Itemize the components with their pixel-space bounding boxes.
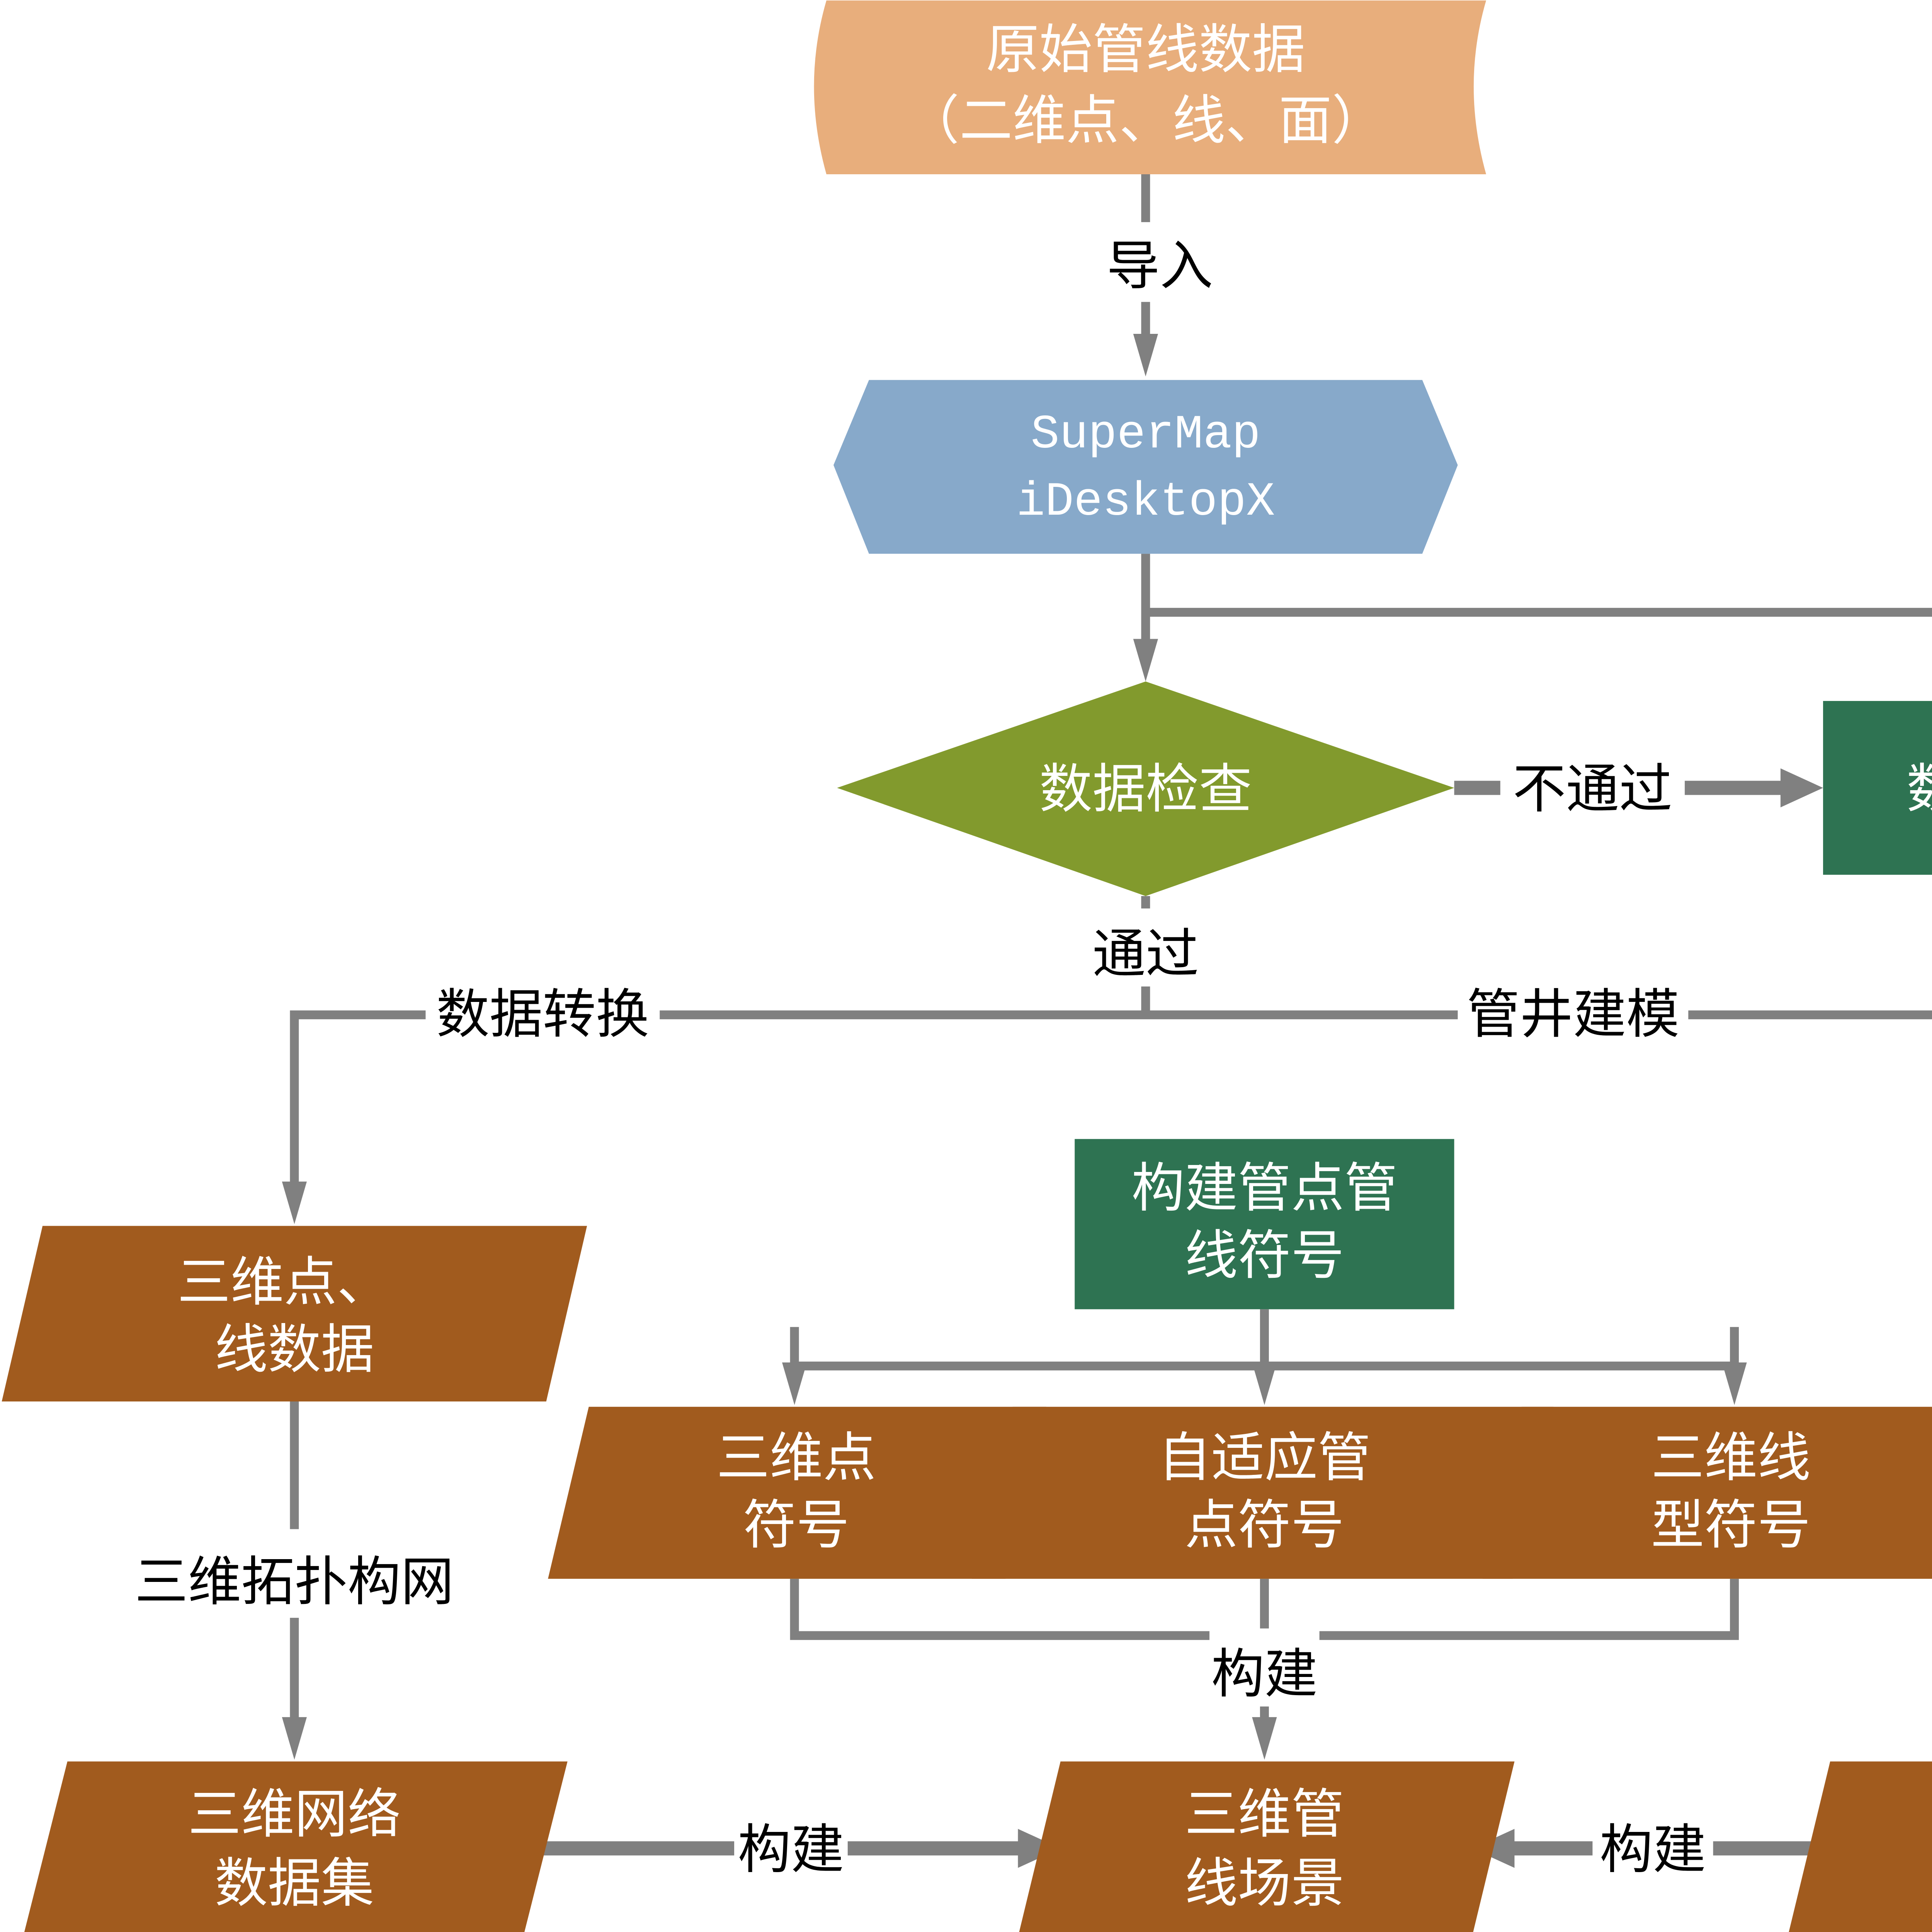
arrowhead-import	[1133, 334, 1158, 377]
edge-label-fail: 不通过	[1513, 758, 1672, 820]
adaptive-symbol-line1: 自适应管	[1158, 1427, 1371, 1489]
points-lines-line1: 三维点、	[177, 1251, 390, 1313]
build-symbols-line1: 构建管点管	[1131, 1157, 1397, 1219]
points-lines-shape	[2, 1226, 587, 1401]
node-points-lines[interactable]: 三维点、 线数据	[2, 1226, 587, 1401]
node-check[interactable]: 数据检查	[837, 681, 1454, 896]
build-symbols-line2: 线符号	[1185, 1225, 1344, 1287]
edge-fix-loop	[1145, 608, 1932, 617]
points-lines-line2: 线数据	[214, 1319, 374, 1381]
network-dataset-line2: 数据集	[214, 1852, 374, 1914]
arrowhead-scene-top	[1252, 1717, 1277, 1760]
line-symbol-line1: 三维线	[1651, 1427, 1811, 1489]
source-line2: （二维点、线、面）	[906, 90, 1385, 151]
edges: 导入 不通过 通过 数据转换 管井建模 三维拓扑构网	[135, 174, 1932, 1881]
arrowhead-network-dataset	[282, 1717, 307, 1760]
adaptive-symbol-shape	[972, 1406, 1554, 1579]
attachment-model-shape	[1789, 1761, 1932, 1932]
edge-label-well-model: 管井建模	[1467, 983, 1680, 1045]
arrowhead-adaptive-symbol	[1252, 1362, 1277, 1405]
edge-convert-branch	[290, 1010, 426, 1185]
line-symbol-line2: 型符号	[1651, 1494, 1811, 1556]
node-build-symbols[interactable]: 构建管点管 线符号	[1075, 1139, 1454, 1310]
software-line2: iDesktopX	[1016, 475, 1275, 529]
line-symbol-shape	[1482, 1406, 1932, 1579]
edge-label-bg	[1209, 1628, 1320, 1646]
point-symbol-line1: 三维点	[716, 1427, 876, 1489]
arrowhead-scene-left	[1018, 1829, 1061, 1868]
check-label: 数据检查	[1039, 758, 1252, 820]
node-point-symbol[interactable]: 三维点 符号	[548, 1406, 1046, 1579]
point-symbol-line2: 符号	[743, 1494, 849, 1556]
pipe-scene-line2: 线场景	[1185, 1852, 1344, 1914]
pipe-scene-shape	[1019, 1761, 1515, 1932]
node-network-dataset[interactable]: 三维网络 数据集	[23, 1761, 568, 1932]
edge-label-pass: 通过	[1092, 923, 1199, 985]
node-adaptive-symbol[interactable]: 自适应管 点符号	[972, 1406, 1554, 1579]
arrowhead-point-symbol	[782, 1362, 807, 1405]
network-dataset-line1: 三维网络	[188, 1783, 401, 1845]
edge-label-import: 导入	[1107, 235, 1213, 297]
arrowhead-points-lines	[282, 1181, 307, 1225]
check-shape	[837, 681, 1454, 896]
fix-shape	[1823, 701, 1932, 875]
source-shape	[814, 0, 1486, 174]
node-fix[interactable]: 数据修正	[1823, 701, 1932, 875]
software-line1: SuperMap	[1031, 408, 1260, 462]
arrowhead-check	[1133, 639, 1158, 682]
arrowhead-line-symbol	[1722, 1362, 1747, 1405]
edge-label-convert: 数据转换	[436, 983, 649, 1045]
node-attachment-model[interactable]: 附属物管 井模型	[1787, 1761, 1932, 1932]
edge-label-build-model: 构建	[1600, 1819, 1706, 1881]
edge-well-branch	[1688, 1010, 1932, 1019]
build-symbols-shape	[1075, 1139, 1454, 1310]
node-source[interactable]: 原始管线数据 （二维点、线、面）	[814, 0, 1486, 174]
source-line1: 原始管线数据	[986, 19, 1305, 81]
adaptive-symbol-line2: 点符号	[1185, 1494, 1344, 1556]
node-line-symbol[interactable]: 三维线 型符号	[1482, 1406, 1932, 1579]
edge-label-build-symbols: 构建	[1211, 1643, 1318, 1705]
software-shape	[833, 380, 1458, 554]
edge-label-topology: 三维拓扑构网	[135, 1551, 454, 1613]
point-symbol-shape	[548, 1406, 1046, 1579]
fix-label: 数据修正	[1906, 758, 1932, 820]
node-pipe-scene[interactable]: 三维管 线场景	[1018, 1761, 1515, 1932]
arrowhead-fail	[1780, 768, 1823, 808]
pipe-scene-line1: 三维管	[1185, 1783, 1344, 1845]
edge-label-build-network: 构建	[738, 1819, 844, 1881]
network-dataset-shape	[24, 1761, 568, 1932]
node-software[interactable]: SuperMap iDesktopX	[833, 380, 1458, 554]
